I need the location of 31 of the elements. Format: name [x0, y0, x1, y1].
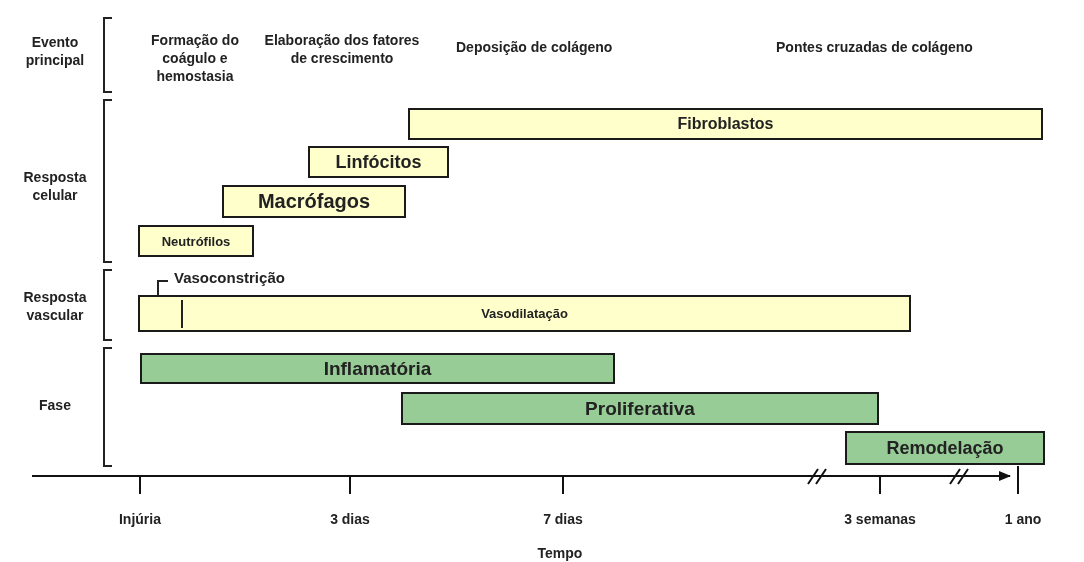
- cell-type-bar: [138, 225, 254, 257]
- bar-label: Fibroblastos: [677, 115, 774, 133]
- annotation-label: Vasoconstrição: [174, 268, 286, 288]
- bar-label: Remodelação: [886, 437, 1004, 459]
- phase-bar: [140, 353, 615, 384]
- bar-label: Vasodilatação: [481, 306, 568, 321]
- row-header: Resposta vascular: [22, 288, 88, 325]
- row-header: Resposta celular: [22, 168, 88, 205]
- phase-bar: [845, 431, 1045, 465]
- event-label: Elaboração dos fatores de crescimento: [263, 31, 421, 68]
- cell-type-bar: [222, 185, 406, 218]
- tick-label: 1 ano: [1003, 510, 1043, 529]
- event-label: Deposição de colágeno: [456, 38, 614, 57]
- row-header: Fase: [38, 396, 72, 415]
- tick-label: Injúria: [118, 510, 162, 529]
- vascular-response-bar: [138, 295, 911, 332]
- bar-label: Macrófagos: [257, 190, 371, 213]
- bar-label: Proliferativa: [585, 397, 695, 420]
- bar-label: Linfócitos: [335, 151, 422, 173]
- phase-bar: [401, 392, 879, 425]
- cell-type-bar: [308, 146, 449, 178]
- axis-title: Tempo: [536, 544, 584, 562]
- cell-type-bar: [408, 108, 1043, 140]
- tick-label: 3 dias: [329, 510, 371, 529]
- tick-label: 3 semanas: [843, 510, 917, 529]
- row-header: Evento principal: [24, 33, 86, 70]
- bar-label: Neutrófilos: [161, 233, 231, 249]
- tick-label: 7 dias: [542, 510, 584, 529]
- bar-label: Inflamatória: [323, 357, 432, 380]
- event-label: Formação do coágulo e hemostasia: [150, 31, 240, 86]
- event-label: Pontes cruzadas de colágeno: [776, 38, 974, 57]
